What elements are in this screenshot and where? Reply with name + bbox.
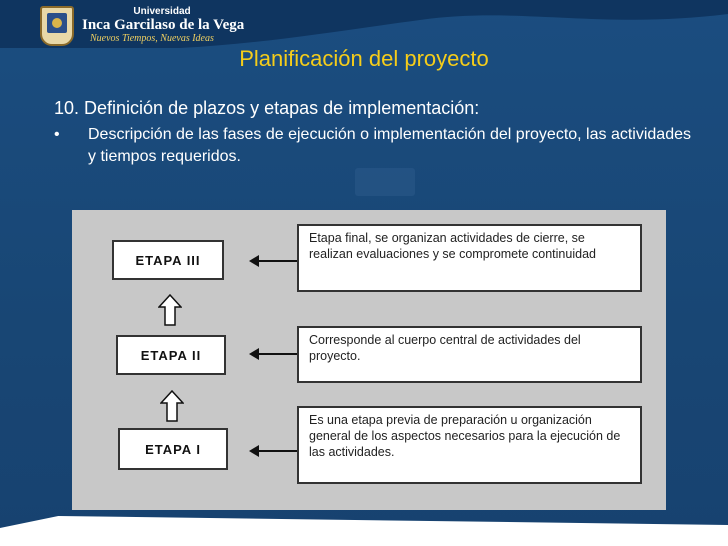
footer-band bbox=[0, 516, 728, 546]
slide-title: Planificación del proyecto bbox=[239, 46, 489, 71]
university-line2: Inca Garcilaso de la Vega bbox=[82, 17, 245, 33]
bullet-symbol: • bbox=[54, 126, 60, 143]
watermark bbox=[355, 168, 415, 196]
university-line1: Universidad bbox=[133, 6, 191, 17]
section-heading: 10. Definición de plazos y etapas de imp… bbox=[54, 98, 480, 118]
stage-1-description: Es una etapa previa de preparación u org… bbox=[297, 406, 642, 484]
stage-3-box: ETAPA III bbox=[112, 240, 224, 280]
stage-2-description: Corresponde al cuerpo central de activid… bbox=[297, 326, 642, 383]
bullet-text: Descripción de las fases de ejecución o … bbox=[88, 126, 691, 165]
header-wave bbox=[0, 0, 728, 48]
stages-diagram: ETAPA III Etapa final, se organizan acti… bbox=[72, 210, 666, 510]
stage-2-box: ETAPA II bbox=[116, 335, 226, 375]
stage-3-description: Etapa final, se organizan actividades de… bbox=[297, 224, 642, 292]
arrow-up-icon bbox=[160, 390, 184, 422]
header-band: Universidad Inca Garcilaso de la Vega Nu… bbox=[0, 0, 728, 48]
university-name: Universidad Inca Garcilaso de la Vega Nu… bbox=[82, 6, 244, 45]
arrow-left-icon bbox=[249, 445, 297, 457]
bullet-item: • Descripción de las fases de ejecución … bbox=[54, 124, 694, 168]
university-crest-icon bbox=[40, 6, 74, 46]
university-motto: Nuevos Tiempos, Nuevas Ideas bbox=[90, 33, 214, 44]
arrow-left-icon bbox=[249, 348, 297, 360]
university-logo: Universidad Inca Garcilaso de la Vega Nu… bbox=[40, 6, 244, 46]
arrow-up-icon bbox=[158, 294, 182, 326]
arrow-left-icon bbox=[249, 255, 297, 267]
stage-1-box: ETAPA I bbox=[118, 428, 228, 470]
